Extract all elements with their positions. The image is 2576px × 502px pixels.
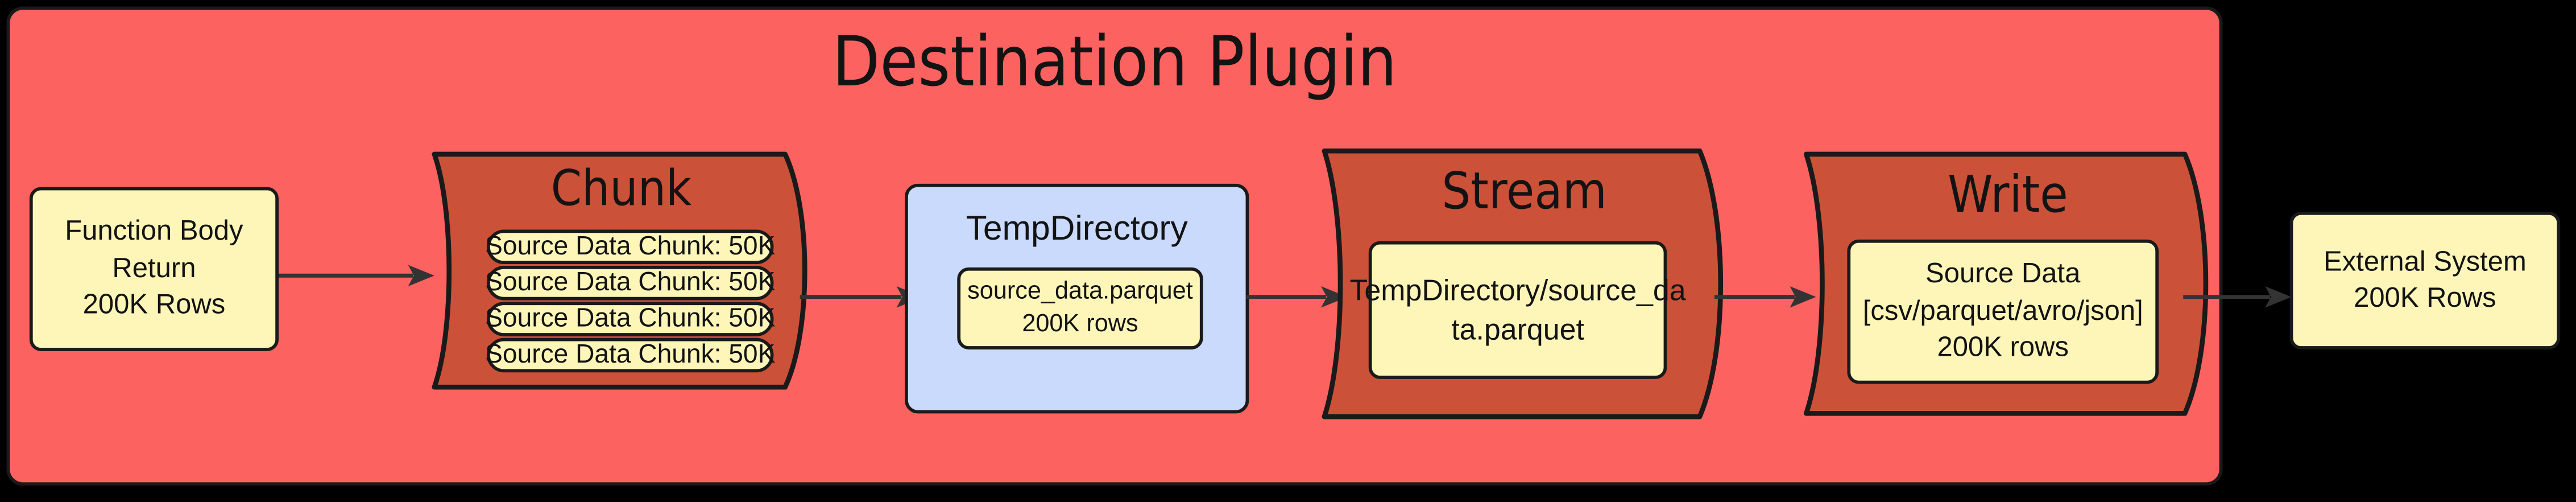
write-output-label: Source Data [csv/parquet/avro/json] 200K… xyxy=(1853,256,2153,368)
chunk-pill-1: Source Data Chunk: 50K xyxy=(485,229,775,265)
node-function-body-return-label: Function Body Return 200K Rows xyxy=(55,214,253,324)
label-line: 200K Rows xyxy=(2354,282,2496,314)
node-temp-directory[interactable]: TempDirectory source_data.parquet 200K r… xyxy=(905,183,1249,414)
label-line: External System xyxy=(2324,245,2527,277)
node-function-body-return[interactable]: Function Body Return 200K Rows xyxy=(29,187,279,351)
label-line: 200K Rows xyxy=(82,289,226,320)
temp-directory-file-label: source_data.parquet 200K rows xyxy=(958,275,1203,341)
node-stream-heading: Stream xyxy=(1442,162,1607,222)
chunk-pill-4: Source Data Chunk: 50K xyxy=(485,338,775,373)
chunk-pill-3: Source Data Chunk: 50K xyxy=(485,302,775,336)
label-line: Function Body xyxy=(65,215,243,247)
label-line: ta.parquet xyxy=(1451,313,1584,347)
label-line: [csv/parquet/avro/json] xyxy=(1862,294,2143,326)
write-output-box: Source Data [csv/parquet/avro/json] 200K… xyxy=(1847,239,2159,384)
chunk-pill-2: Source Data Chunk: 50K xyxy=(485,265,775,301)
subgraph-title: Destination Plugin xyxy=(832,21,1397,102)
stream-path-box: TempDirectory/source_da ta.parquet xyxy=(1349,241,1686,379)
label-line: Return xyxy=(112,252,196,284)
arrow-head-icon xyxy=(2265,286,2292,308)
node-temp-directory-heading: TempDirectory xyxy=(966,209,1188,248)
label-line: 200K rows xyxy=(1937,332,2069,364)
label-line: TempDirectory/source_da xyxy=(1349,274,1686,307)
node-external-system-label: External System 200K Rows xyxy=(2314,244,2536,317)
label-line: 200K rows xyxy=(1022,310,1138,338)
stream-path-label: TempDirectory/source_da ta.parquet xyxy=(1340,270,1696,349)
label-line: Source Data xyxy=(1925,257,2081,289)
label-line: source_data.parquet xyxy=(967,277,1193,305)
node-stream[interactable]: Stream TempDirectory/source_da ta.parque… xyxy=(1321,147,1728,419)
node-write[interactable]: Write Source Data [csv/parquet/avro/json… xyxy=(1803,151,2213,417)
temp-directory-file-box: source_data.parquet 200K rows xyxy=(957,267,1203,349)
node-chunk-heading: Chunk xyxy=(550,161,692,219)
node-external-system[interactable]: External System 200K Rows xyxy=(2289,211,2561,349)
node-chunk[interactable]: Chunk Source Data Chunk: 50K Source Data… xyxy=(431,151,811,390)
node-write-heading: Write xyxy=(1947,166,2068,225)
